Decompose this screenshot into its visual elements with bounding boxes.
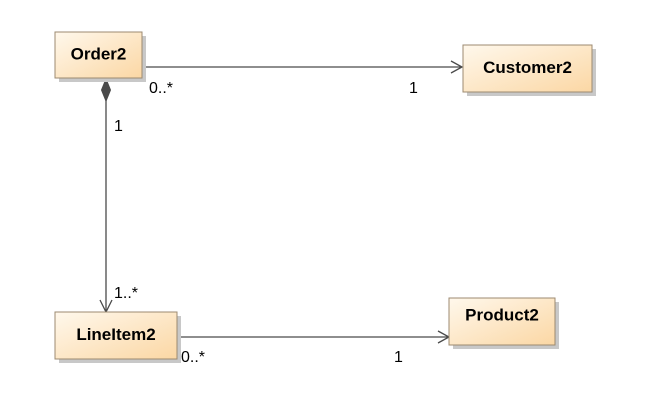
association-order-lineitem[interactable] xyxy=(99,77,113,314)
multiplicity-order-customer-target: 1 xyxy=(409,80,418,97)
composition-diamond-icon xyxy=(100,77,112,103)
class-product[interactable]: Product2 xyxy=(448,297,559,349)
class-box xyxy=(448,297,556,346)
class-box xyxy=(462,44,593,93)
class-name: Customer2 xyxy=(483,58,572,77)
multiplicity-order-customer-source: 0..* xyxy=(149,80,173,97)
class-name: Order2 xyxy=(71,44,127,63)
multiplicity-lineitem-product-target: 1 xyxy=(394,349,403,366)
multiplicity-order-lineitem-target: 1..* xyxy=(114,285,138,302)
class-name: Product2 xyxy=(465,305,539,324)
navigability-arrow-icon xyxy=(450,60,464,74)
association-lineitem-product[interactable] xyxy=(181,330,451,344)
multiplicity-order-lineitem-source: 1 xyxy=(114,118,123,135)
class-order[interactable]: Order2 xyxy=(54,31,146,82)
class-box xyxy=(54,311,178,360)
class-lineitem[interactable]: LineItem2 xyxy=(54,311,181,363)
multiplicity-lineitem-product-source: 0..* xyxy=(181,349,205,366)
class-customer[interactable]: Customer2 xyxy=(462,44,596,96)
class-box xyxy=(54,31,143,79)
association-order-customer[interactable] xyxy=(143,60,464,74)
class-name: LineItem2 xyxy=(76,325,155,344)
